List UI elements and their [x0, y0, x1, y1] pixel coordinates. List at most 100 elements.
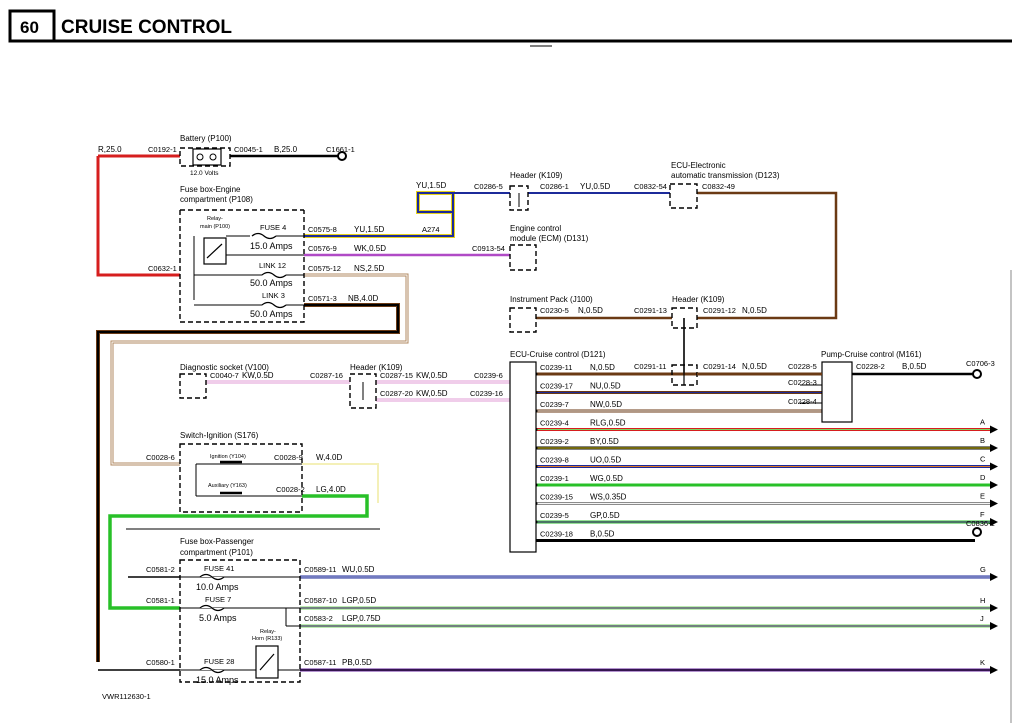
connector-c0228-5: C0228-5	[788, 362, 817, 371]
ecu-cruise: ECU-Cruise control (D121)	[509, 350, 606, 553]
ecu-pin-label: C0239-8	[540, 456, 569, 465]
fusebox-engine-label1: Fuse box-Engine	[180, 185, 241, 194]
wire-label-r25: R,25.0	[98, 145, 122, 154]
pump-cruise: Pump-Cruise control (M161)	[697, 350, 922, 423]
ecu-pin-label: C0239-11	[540, 363, 572, 372]
ecu-wire-label: BY,0.5D	[590, 437, 619, 446]
connector-c0575-12: C0575-12	[308, 264, 341, 273]
connector-c0581-2: C0581-2	[146, 565, 175, 574]
ecu-dest-label: F	[980, 510, 985, 519]
connector-c0040: C0040-7	[210, 371, 239, 380]
page-number-box	[8, 9, 56, 43]
ecu-pin-label: C0239-1	[540, 474, 569, 483]
fuse41-name: FUSE 41	[204, 564, 234, 573]
ecu-output-arrow	[990, 481, 998, 489]
ecm: Engine control module (ECM) (D131)	[509, 224, 589, 271]
ecu-trans-label1: ECU-Electronic	[671, 161, 726, 170]
ecu-dest-label: D	[980, 473, 986, 482]
connector-c0287-20: C0287-20	[380, 389, 413, 398]
instrument-pack: Instrument Pack (J100)	[509, 295, 593, 333]
wire-label-kw05a: KW,0.5D	[242, 371, 274, 380]
fuse7-rating: 5.0 Amps	[199, 613, 237, 623]
connector-c0836: C0836-1	[966, 519, 995, 528]
ecu-transmission: ECU-Electronic automatic transmission (D…	[669, 161, 780, 209]
header-k109-top-label: Header (K109)	[510, 171, 563, 180]
wire-label-yu15b: YU,1.5D	[416, 181, 446, 190]
fuse28-name: FUSE 28	[204, 657, 234, 666]
ecu-wire-label: UO,0.5D	[590, 456, 621, 465]
ecm-label1: Engine control	[510, 224, 561, 233]
connector-c0571-3: C0571-3	[308, 294, 337, 303]
right-label-j: J	[980, 614, 984, 623]
wire-lg40	[108, 494, 369, 610]
wire-label-w40: W,4.0D	[316, 453, 342, 462]
link3-icon	[261, 301, 287, 309]
wire-label-yu05: YU,0.5D	[580, 182, 610, 191]
ecu-cruise-label: ECU-Cruise control (D121)	[510, 350, 606, 359]
ecu-wire-label: RLG,0.5D	[590, 419, 626, 428]
instrument-pack-label: Instrument Pack (J100)	[510, 295, 593, 304]
wire-w40	[302, 463, 379, 503]
right-label-g: G	[980, 565, 986, 574]
ecu-output-arrow	[990, 462, 998, 471]
ecu-pin-label: C0239-15	[540, 493, 573, 502]
connector-a274: A274	[422, 225, 440, 234]
connector-c0832-54: C0832-54	[634, 182, 667, 191]
ground-icon	[972, 369, 982, 379]
wire-trans-to-pump	[697, 191, 838, 320]
auxiliary-label: Auxiliary (Y163)	[208, 483, 247, 489]
connector-c0581-1: C0581-1	[146, 596, 175, 605]
page-number: 60	[20, 18, 39, 37]
fuse7-icon	[199, 604, 225, 612]
wire-label-wu05: WU,0.5D	[342, 565, 375, 574]
wire-label-wk05: WK,0.5D	[354, 244, 386, 253]
ecu-output-arrow	[990, 444, 998, 452]
connector-c0239-16: C0239-16	[470, 389, 503, 398]
battery: Battery (P100) 12.0 Volts	[179, 134, 232, 177]
wire-label-yu15a: YU,1.5D	[354, 225, 384, 234]
header-k109-top: Header (K109)	[509, 171, 563, 211]
relay-horn-label1: Relay-	[260, 629, 276, 635]
wire-label-ns25: NS,2.5D	[354, 264, 384, 273]
ecu-dest-label: E	[980, 492, 985, 501]
ecm-label2: module (ECM) (D131)	[510, 234, 589, 243]
connector-c0832-49: C0832-49	[702, 182, 735, 191]
ecu-pin-label: C0239-4	[540, 419, 569, 428]
ecu-wire-label: WG,0.5D	[590, 474, 623, 483]
connector-c0583: C0583-2	[304, 614, 333, 623]
wire-label-n05a: N,0.5D	[578, 306, 603, 315]
connector-c0291-11: C0291-11	[634, 362, 666, 371]
connector-c0287-16: C0287-16	[310, 371, 343, 380]
ecu-pin-label: C0239-5	[540, 511, 569, 520]
connector-c0706: C0706-3	[966, 359, 995, 368]
right-label-k: K	[980, 658, 985, 667]
link12-rating: 50.0 Amps	[250, 278, 293, 288]
ecu-trans-label2: automatic transmission (D123)	[671, 171, 780, 180]
wire-label-kw05c: KW,0.5D	[416, 389, 448, 398]
connector-c0028-9: C0028-9	[274, 453, 303, 462]
connector-c0291-14: C0291-14	[703, 362, 736, 371]
connector-c0239-6: C0239-6	[474, 371, 503, 380]
ground-icon	[337, 151, 347, 161]
ecu-dest-label: B	[980, 436, 985, 445]
header-k109-diag: Header (K109)	[349, 363, 403, 409]
connector-c0028-6: C0028-6	[146, 453, 175, 462]
connector-c0589: C0589-11	[304, 565, 336, 574]
connector-c0587-11: C0587-11	[304, 658, 336, 667]
relay-horn-label2: Horn (R133)	[252, 636, 282, 642]
fusebox-engine-label2: compartment (P108)	[180, 195, 253, 204]
connector-c0287-15: C0287-15	[380, 371, 413, 380]
fuse4-name: FUSE 4	[260, 223, 286, 232]
ground-icon	[972, 527, 982, 537]
ignition-label: Ignition (Y104)	[210, 454, 246, 460]
fuse4-icon	[251, 232, 277, 240]
switch-ignition-label: Switch-Ignition (S176)	[180, 431, 259, 440]
ecu-dest-label: C	[980, 455, 986, 464]
wire-label-lgp075: LGP,0.75D	[342, 614, 381, 623]
right-label-h: H	[980, 596, 985, 605]
connector-c0228-2: C0228-2	[856, 362, 885, 371]
ecu-wire-label: NU,0.5D	[590, 382, 621, 391]
wire-label-kw05b: KW,0.5D	[416, 371, 448, 380]
